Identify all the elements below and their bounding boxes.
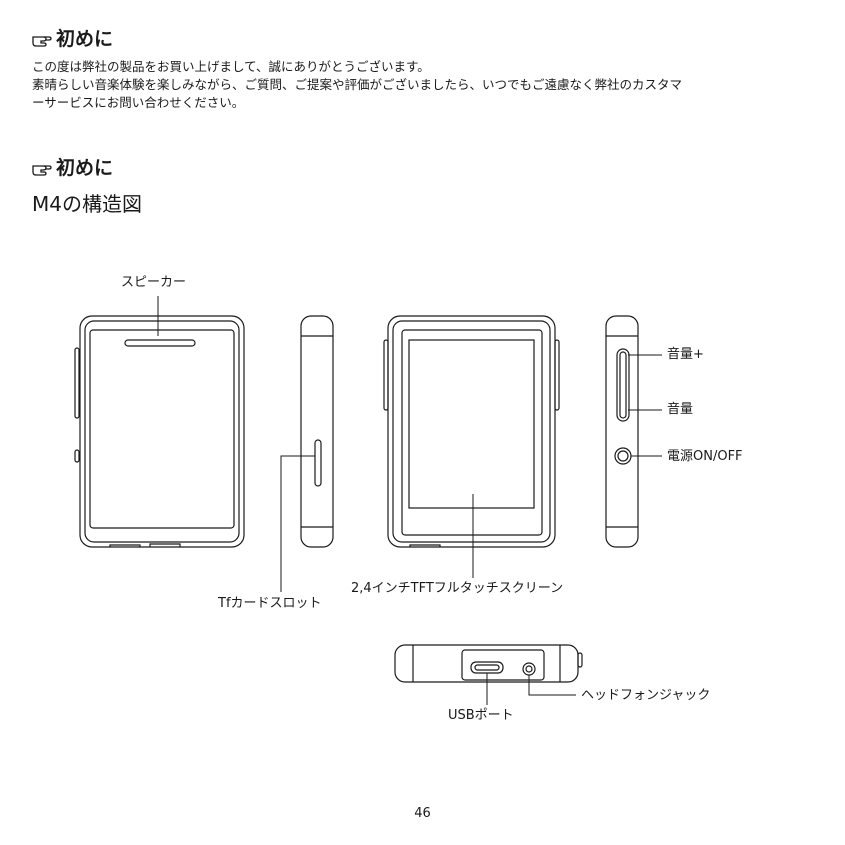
label-power: 電源ON/OFF	[667, 450, 743, 463]
label-volume-down: 音量	[667, 403, 693, 416]
label-headphone-jack: ヘッドフォンジャック	[581, 689, 710, 702]
page-number: 46	[0, 806, 845, 821]
device-side-view-left	[301, 316, 333, 547]
label-touch-screen: 2,4インチTFTフルタッチスクリーン	[351, 582, 563, 595]
leader-tf-slot	[281, 456, 315, 592]
label-speaker: スピーカー	[121, 276, 186, 289]
headphone-jack	[523, 663, 535, 675]
device-front-view	[384, 316, 559, 547]
label-volume-up: 音量+	[667, 348, 704, 361]
usb-c-port	[471, 662, 503, 673]
device-bottom-view	[395, 645, 582, 682]
device-back-view	[75, 316, 244, 547]
touch-screen	[409, 340, 534, 508]
device-side-view-right	[606, 316, 638, 547]
label-usb-port: USBポート	[448, 709, 514, 722]
tf-card-slot	[315, 440, 321, 486]
leader-headphone	[529, 675, 576, 695]
label-tf-card-slot: Tfカードスロット	[218, 597, 322, 610]
volume-rocker	[617, 349, 629, 421]
speaker-grille	[125, 340, 195, 346]
